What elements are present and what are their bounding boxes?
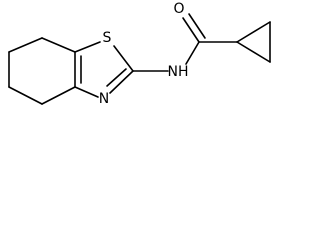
bond-n-c2 (109, 70, 134, 94)
oxygen-atom-label: O (173, 1, 184, 17)
bond-c5-c6 (8, 37, 43, 53)
bond-c8-c9 (41, 86, 76, 105)
bond-cp-1 (236, 21, 271, 43)
bond-c4-c5 (41, 37, 76, 53)
bond-c7-c8 (8, 86, 43, 105)
bond-c-o-double (188, 13, 206, 39)
bond-n-c2-double (106, 68, 127, 87)
structure-diagram: S N NH O (0, 0, 274, 122)
bond-c-o (182, 17, 200, 43)
ring-nitrogen-atom-label: N (99, 91, 109, 107)
bond-c-n (74, 86, 99, 98)
molecule-drawing: S N NH O (8, 1, 271, 107)
bond-nh-co (185, 41, 200, 65)
bond-c-s (74, 41, 101, 53)
sulfur-atom-label: S (103, 30, 112, 46)
amide-nitrogen-atom-label: NH (168, 64, 189, 80)
bond-s-c2 (113, 45, 134, 72)
bond-cp-3 (236, 41, 271, 63)
